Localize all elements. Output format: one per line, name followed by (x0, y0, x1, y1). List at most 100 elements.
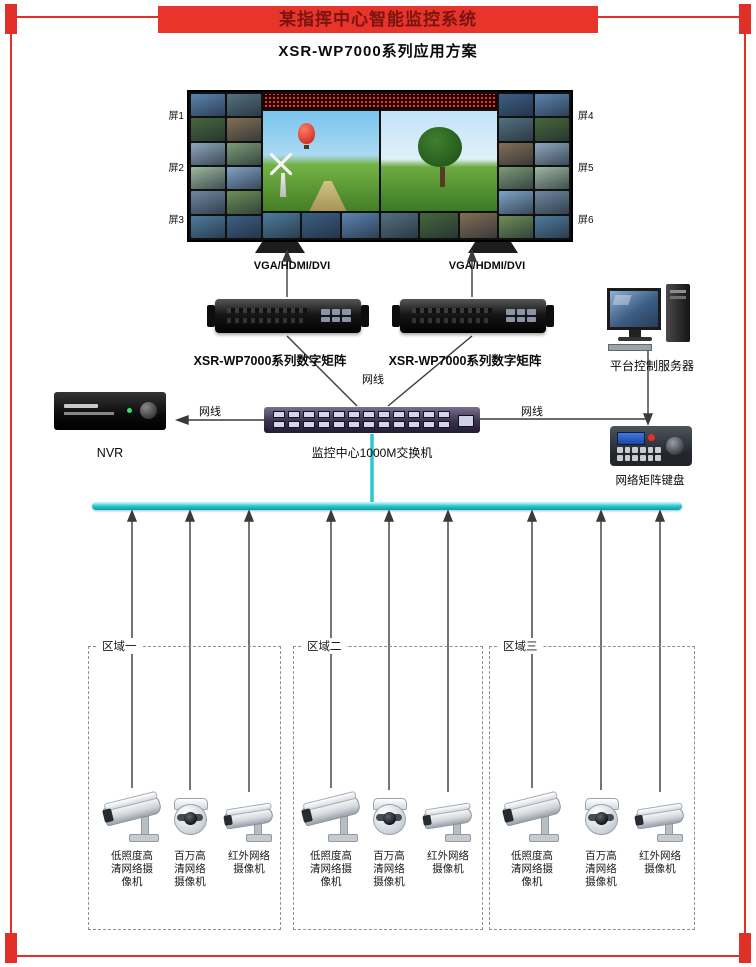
matrix-vents (227, 318, 307, 323)
camera-thumbnail (227, 142, 261, 165)
switch-ports (273, 411, 450, 428)
keyboard-lcd (617, 432, 645, 445)
nvr-device (54, 392, 166, 430)
nvr-label: NVR (96, 446, 124, 460)
keyboard-red-button (648, 434, 655, 441)
cable-label-left: 网线 (199, 406, 221, 418)
server-monitor (607, 288, 661, 330)
dome-camera-icon (170, 796, 210, 836)
windmill-tower (279, 173, 287, 197)
matrix-vents (227, 308, 307, 313)
big-screen-balloon-scene (263, 111, 379, 211)
digital-matrix-right-device (392, 299, 554, 333)
camera-label: 红外网络 摄像机 (639, 850, 681, 875)
vga-label-right: VGA/HDMI/DVI (448, 260, 526, 272)
camera-thumbnail (191, 142, 225, 165)
wall-stand-right (468, 242, 518, 253)
screen-label-4: 屏4 (578, 111, 594, 122)
network-bus (92, 502, 682, 510)
page-subtitle: XSR-WP7000系列应用方案 (278, 43, 478, 60)
camera-thumbnail (227, 167, 261, 190)
frame-corner-top-right (739, 4, 751, 34)
tree-trunk (440, 167, 446, 187)
dome-camera-icon (581, 796, 621, 836)
page-title: 某指挥中心智能监控系统 (158, 6, 598, 33)
zone-box-3: 区域三 (489, 638, 695, 930)
switch-label: 监控中心1000M交换机 (311, 446, 433, 460)
camera-thumbnail (227, 118, 261, 141)
frame-corner-bottom-right (739, 933, 751, 963)
server-monitor-base (618, 337, 652, 341)
windmill-blades (269, 153, 292, 175)
camera-thumbnail (341, 213, 379, 238)
bullet-camera-icon (499, 790, 565, 842)
switch-tag (458, 415, 474, 427)
nvr-model-text (64, 412, 114, 415)
wall-center (263, 94, 497, 238)
wall-thumbnails-right (499, 94, 569, 238)
matrix-ports (321, 309, 351, 322)
server-keyboard (608, 344, 652, 351)
vga-label-left: VGA/HDMI/DVI (253, 260, 331, 272)
server-tower (666, 284, 690, 342)
keyboard-joystick (666, 437, 684, 455)
camera-label: 低照度高 清网络摄 像机 (111, 850, 153, 888)
camera-thumbnail (499, 215, 533, 238)
wall-thumbnails-left (191, 94, 261, 238)
camera-thumbnail (535, 94, 569, 117)
keyboard-keys (617, 447, 661, 461)
camera-thumbnail (191, 191, 225, 214)
camera-label: 红外网络 摄像机 (427, 850, 469, 875)
frame-corner-top-left (5, 4, 17, 34)
camera-thumbnail (459, 213, 497, 238)
camera-thumbnail (227, 191, 261, 214)
camera-label: 百万高 清网络 摄像机 (174, 850, 206, 888)
wall-thumbnails-bottom (263, 213, 497, 238)
camera-thumbnail (227, 94, 261, 117)
camera-thumbnail (499, 142, 533, 165)
led-ticker (263, 94, 497, 109)
camera-thumbnail (420, 213, 458, 238)
matrix-vents (412, 318, 492, 323)
dome-camera-icon (369, 796, 409, 836)
bullet-camera-icon (220, 798, 278, 842)
nvr-status-led (127, 408, 132, 413)
cable-label-mid: 网线 (362, 374, 384, 386)
camera-label: 红外网络 摄像机 (228, 850, 270, 875)
camera-label: 百万高 清网络 摄像机 (373, 850, 405, 888)
frame-corner-bottom-left (5, 933, 17, 963)
zone-label: 区域二 (303, 638, 346, 654)
camera-thumbnail (499, 167, 533, 190)
bullet-camera-icon (419, 798, 477, 842)
camera-label: 百万高 清网络 摄像机 (585, 850, 617, 888)
cable-label-right: 网线 (521, 406, 543, 418)
server-label: 平台控制服务器 (609, 359, 694, 373)
hot-air-balloon (297, 123, 315, 149)
camera-thumbnail (191, 215, 225, 238)
switch-device (264, 407, 480, 433)
camera-thumbnail (499, 94, 533, 117)
bullet-camera-icon (298, 790, 364, 842)
video-wall (187, 90, 573, 242)
screen-label-1: 屏1 (168, 111, 184, 122)
zone-label: 区域一 (98, 638, 141, 654)
nvr-brand-mark (64, 404, 98, 408)
camera-thumbnail (191, 94, 225, 117)
camera-thumbnail (380, 213, 419, 238)
camera-thumbnail (227, 215, 261, 238)
matrix-right-label: XSR-WP7000系列数字矩阵 (388, 354, 542, 368)
camera-thumbnail (499, 118, 533, 141)
matrix-vents (412, 308, 492, 313)
matrix-ports (506, 309, 536, 322)
camera-label: 低照度高 清网络摄 像机 (310, 850, 352, 888)
server-monitor-stand (629, 330, 641, 337)
keyboard-label: 网络矩阵键盘 (615, 475, 685, 487)
camera-thumbnail (191, 167, 225, 190)
camera-thumbnail (191, 118, 225, 141)
nvr-knob (140, 402, 157, 419)
camera-thumbnail (499, 191, 533, 214)
tree-crown (418, 127, 463, 167)
screen-label-5: 屏5 (578, 163, 594, 174)
camera-thumbnail (535, 191, 569, 214)
